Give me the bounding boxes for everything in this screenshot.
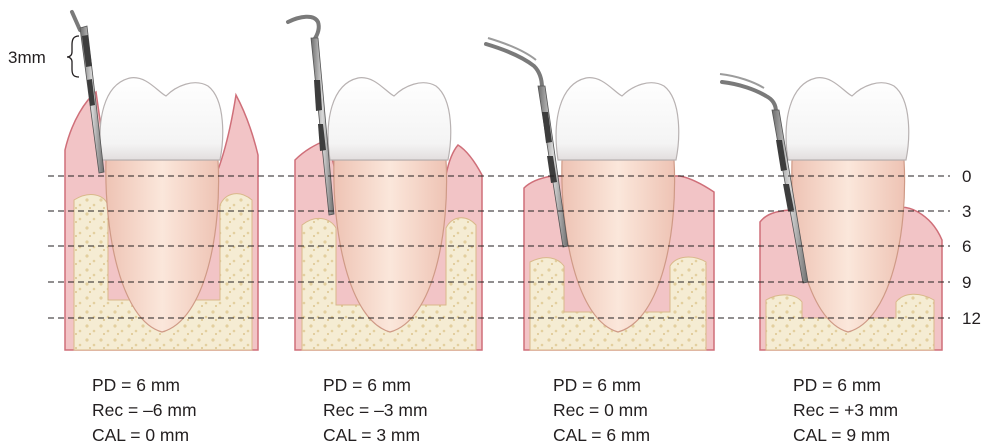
- panel-3-tooth-diagram: [486, 38, 714, 350]
- panel-2-crown: [328, 78, 451, 160]
- panel-2-rec: Rec = –3 mm: [323, 398, 428, 423]
- panel-3-crown: [556, 78, 679, 160]
- probe-marking-label: 3mm: [8, 48, 46, 67]
- brace-icon: [67, 36, 79, 77]
- panel-1-rec: Rec = –6 mm: [92, 398, 197, 423]
- panel-4-caption: PD = 6 mm Rec = +3 mm CAL = 9 mm: [793, 373, 898, 448]
- panel-3-caption: PD = 6 mm Rec = 0 mm CAL = 6 mm: [553, 373, 650, 448]
- scale-tick-0: 0: [962, 167, 971, 186]
- scale-tick-9: 9: [962, 273, 971, 292]
- scale-tick-6: 6: [962, 237, 971, 256]
- scale-tick-12: 12: [962, 309, 981, 328]
- panel-4-rec: Rec = +3 mm: [793, 398, 898, 423]
- panel-4-tooth-diagram: [720, 74, 942, 350]
- panel-1-crown: [100, 78, 223, 160]
- panel-2-cal: CAL = 3 mm: [323, 423, 428, 448]
- panel-2-tooth-diagram: [288, 17, 482, 350]
- panel-2-caption: PD = 6 mm Rec = –3 mm CAL = 3 mm: [323, 373, 428, 448]
- panel-3-cal: CAL = 6 mm: [553, 423, 650, 448]
- probe-marking-annotation: 3mm: [8, 36, 79, 77]
- panel-1-cal: CAL = 0 mm: [92, 423, 197, 448]
- panel-4-crown: [786, 78, 909, 160]
- panel-1-caption: PD = 6 mm Rec = –6 mm CAL = 0 mm: [92, 373, 197, 448]
- scale-tick-3: 3: [962, 202, 971, 221]
- depth-scale: 0 3 6 9 12: [962, 167, 981, 328]
- panel-3-pd: PD = 6 mm: [553, 373, 650, 398]
- panel-3-rec: Rec = 0 mm: [553, 398, 650, 423]
- panel-2-pd: PD = 6 mm: [323, 373, 428, 398]
- panel-4-pd: PD = 6 mm: [793, 373, 898, 398]
- panel-1-tooth-diagram: [65, 12, 258, 350]
- panel-4-cal: CAL = 9 mm: [793, 423, 898, 448]
- panel-1-pd: PD = 6 mm: [92, 373, 197, 398]
